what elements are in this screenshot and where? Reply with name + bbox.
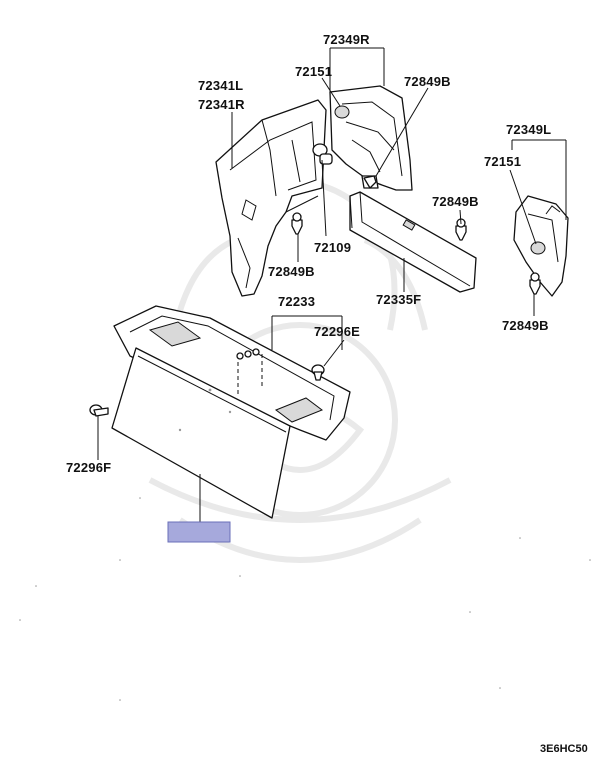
label-72341L[interactable]: 72341L <box>198 78 243 93</box>
clip-72109[interactable] <box>312 143 333 165</box>
label-72349L[interactable]: 72349L <box>506 122 551 137</box>
clip-72849B-c[interactable] <box>529 272 541 295</box>
label-72296E[interactable]: 72296E <box>314 324 360 339</box>
label-72335F[interactable]: 72335F <box>376 292 421 307</box>
highlight-callout[interactable] <box>167 521 231 543</box>
back-board[interactable] <box>111 347 291 519</box>
clip-72296E[interactable] <box>311 364 325 381</box>
label-72296F[interactable]: 72296F <box>66 460 111 475</box>
label-72151-top[interactable]: 72151 <box>295 64 332 79</box>
label-72341R[interactable]: 72341R <box>198 97 245 112</box>
clip-72296F[interactable] <box>89 404 109 417</box>
clip-72849B-a[interactable] <box>291 212 303 235</box>
label-72233[interactable]: 72233 <box>278 294 315 309</box>
cross-member-72335F[interactable] <box>349 191 477 293</box>
trim-72349R[interactable] <box>329 85 413 191</box>
label-72109[interactable]: 72109 <box>314 240 351 255</box>
label-72849B-mid[interactable]: 72849B <box>432 194 479 209</box>
scan-speckles <box>19 497 591 701</box>
clip-72849B-b[interactable] <box>455 218 467 241</box>
label-72849B-left[interactable]: 72849B <box>268 264 315 279</box>
diagram-code: 3E6HC50 <box>540 743 588 755</box>
label-72349R[interactable]: 72349R <box>323 32 370 47</box>
clip-72849B-d[interactable] <box>363 175 377 189</box>
label-72151-right[interactable]: 72151 <box>484 154 521 169</box>
label-72849B-top[interactable]: 72849B <box>404 74 451 89</box>
label-72849B-right[interactable]: 72849B <box>502 318 549 333</box>
leader-lines <box>97 47 567 524</box>
trim-72349L[interactable] <box>513 195 569 297</box>
side-trim-72341[interactable] <box>215 99 327 297</box>
